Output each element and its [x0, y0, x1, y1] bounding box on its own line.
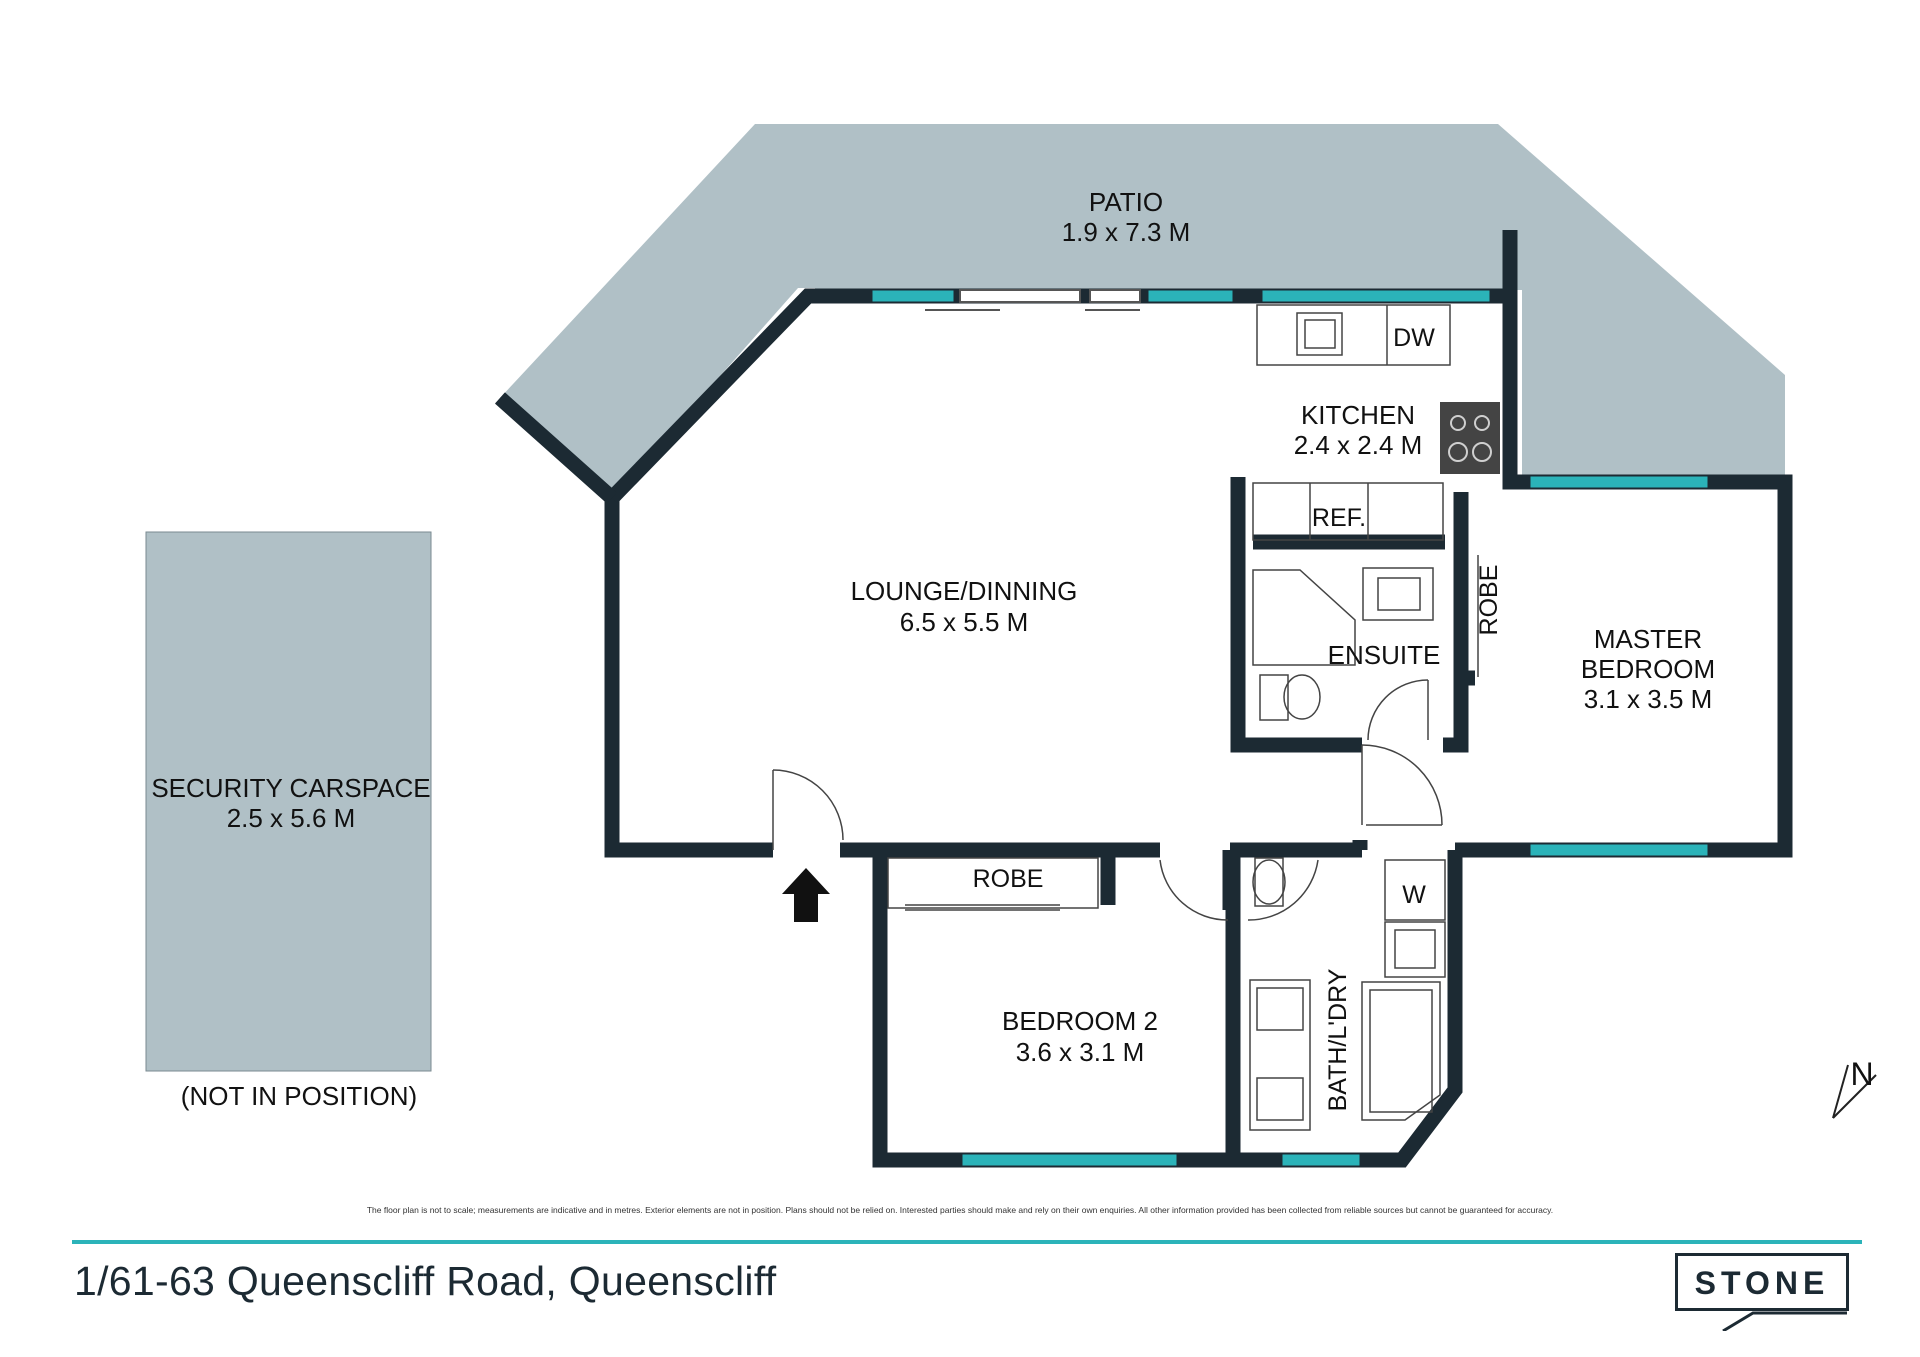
compass-n: N [1850, 1056, 1873, 1092]
lounge-size: 6.5 x 5.5 M [900, 607, 1029, 637]
doors [772, 744, 1443, 921]
kitchen-label: KITCHEN [1301, 400, 1415, 430]
patio-size: 1.9 x 7.3 M [1062, 217, 1191, 247]
logo-underline [1722, 1311, 1847, 1331]
ensuite-label: ENSUITE [1328, 640, 1441, 670]
bedroom2-size: 3.6 x 3.1 M [1016, 1037, 1145, 1067]
logo-text: STONE [1694, 1265, 1830, 1301]
kitchen-fixtures [1252, 304, 1451, 541]
master-label-2: BEDROOM [1581, 654, 1715, 684]
carspace-area [145, 531, 432, 1072]
kitchen-dw: DW [1393, 324, 1435, 352]
carspace-size: 2.5 x 5.6 M [227, 803, 356, 833]
cooktop [1440, 402, 1500, 474]
disclaimer: The floor plan is not to scale; measurem… [366, 1205, 1554, 1215]
kitchen-ref: REF. [1312, 504, 1366, 532]
master-size: 3.1 x 3.5 M [1584, 684, 1713, 714]
patio-label: PATIO [1089, 187, 1163, 217]
ensuite-fixtures [1252, 555, 1479, 741]
bedroom2-label: BEDROOM 2 [1002, 1006, 1158, 1036]
stone-logo: STONE [1675, 1253, 1855, 1331]
kitchen-size: 2.4 x 2.4 M [1294, 430, 1423, 460]
windows [871, 289, 1709, 1167]
master-robe-label: ROBE [1475, 565, 1503, 636]
bedroom2-robe [887, 857, 1099, 911]
bath-fixtures [1249, 857, 1446, 1131]
lounge-label: LOUNGE/DINNING [851, 576, 1078, 606]
bedroom2-robe-label: ROBE [973, 865, 1044, 893]
carspace-note: (NOT IN POSITION) [181, 1081, 417, 1111]
bath-w: W [1402, 881, 1426, 909]
master-label-1: MASTER [1594, 624, 1702, 654]
bath-label: BATH/L'DRY [1324, 968, 1352, 1111]
patio-wall [495, 392, 617, 504]
property-address: 1/61-63 Queenscliff Road, Queenscliff [74, 1258, 777, 1304]
footer-rule [72, 1240, 1862, 1244]
entry-arrow [782, 868, 830, 922]
sliding-doors [925, 289, 1141, 311]
patio-area [500, 124, 1785, 498]
cooktop-burners [1448, 415, 1492, 462]
compass-arrow [1832, 1064, 1877, 1119]
carspace-label: SECURITY CARSPACE [151, 773, 430, 803]
logo-box [1675, 1253, 1849, 1311]
